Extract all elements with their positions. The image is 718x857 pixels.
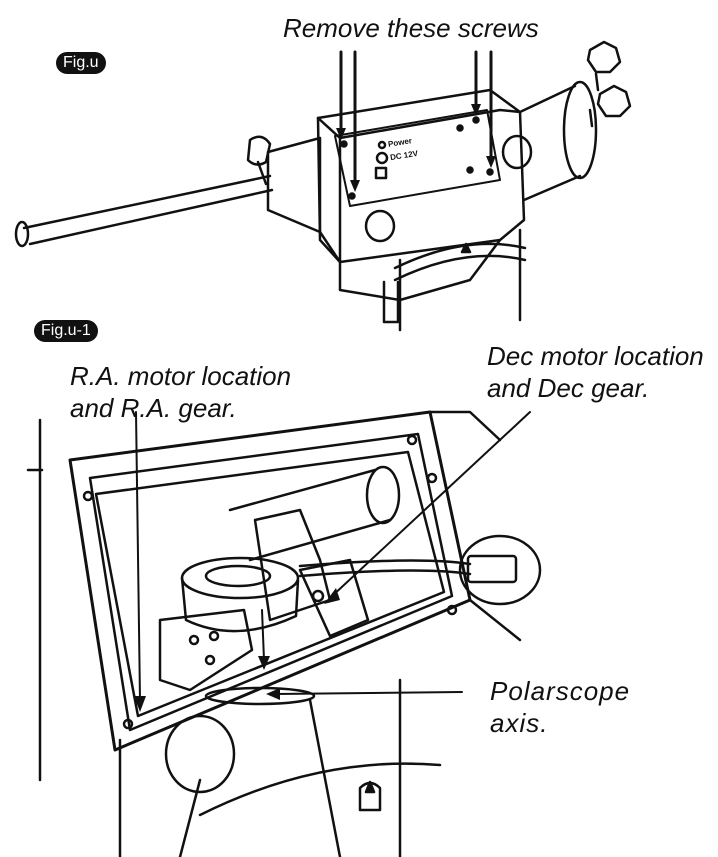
ra-caption-line-2: and R.A. gear. <box>70 393 237 423</box>
dec-cable <box>298 559 472 578</box>
right-side-knob <box>501 134 533 170</box>
lower-body <box>318 230 502 302</box>
left-ring <box>266 136 322 234</box>
lower-left-knob <box>364 209 396 243</box>
latitude-bolt <box>382 280 400 324</box>
screw-arrows <box>339 50 493 186</box>
column <box>398 228 522 332</box>
top-mount-illustration <box>14 40 632 332</box>
dec-leader <box>329 411 531 599</box>
housing-frame-inner <box>88 432 454 732</box>
power-led-icon <box>377 140 387 150</box>
leader-lines <box>135 411 531 701</box>
figure-label-top: Fig.u <box>56 52 106 74</box>
clutch-knob-lower <box>596 84 632 118</box>
ra-motor-caption: R.A. motor location and R.A. gear. <box>70 360 291 424</box>
polarscope-caption: Polarscope axis. <box>490 675 630 739</box>
open-housing-illustration <box>26 410 542 857</box>
figure-label-bottom: Fig.u-1 <box>34 320 98 342</box>
dec-caption-line-1: Dec motor location <box>487 341 704 371</box>
control-plate <box>334 109 501 207</box>
hand-controller-port-icon <box>374 166 388 180</box>
dc-socket-icon <box>375 151 389 165</box>
ra-caption-line-1: R.A. motor location <box>70 361 292 391</box>
right-cylinder <box>518 84 582 202</box>
dec-cylinder <box>228 468 392 562</box>
polar-leader <box>275 691 463 695</box>
polarscope-hole <box>204 686 316 706</box>
ra-leader <box>135 411 141 701</box>
gear-down-arrow <box>261 609 265 661</box>
clutch-knob-upper <box>586 40 622 74</box>
polar-caption-line-2: axis. <box>490 708 549 738</box>
ra-gear-bracket <box>158 608 254 692</box>
housing-body <box>316 88 526 264</box>
dec-motor-caption: Dec motor location and Dec gear. <box>487 340 704 404</box>
polar-caption-line-1: Polarscope <box>490 676 631 706</box>
cable-connector <box>466 554 518 584</box>
lower-knob <box>164 714 236 794</box>
remove-screws-caption: Remove these screws <box>283 13 539 43</box>
shaft-end-cap <box>14 220 30 248</box>
ra-motor-block <box>253 508 332 622</box>
counterweight-shaft <box>22 174 274 246</box>
dec-gear-ring <box>180 556 300 600</box>
dec-caption-line-2: and Dec gear. <box>487 373 650 403</box>
shaft-lock-knob <box>246 135 272 166</box>
